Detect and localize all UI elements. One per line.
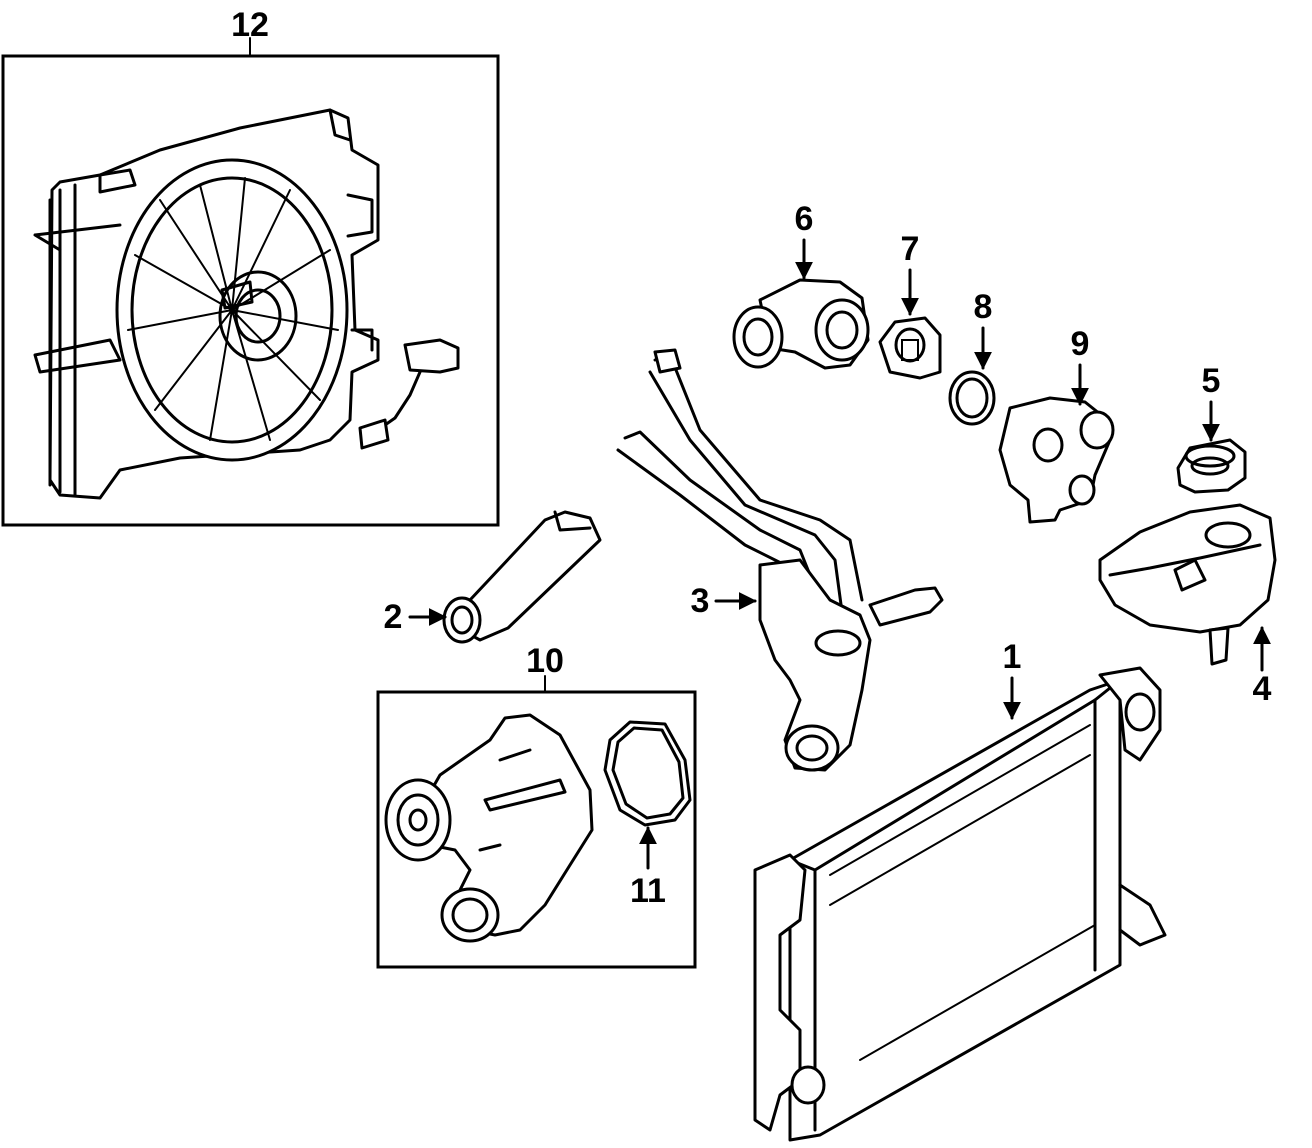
reservoir-cap[interactable]: 5 <box>1176 362 1247 494</box>
fan-assembly-group[interactable]: 12 <box>1 6 500 527</box>
upper-radiator-hose[interactable]: 2 <box>384 510 602 644</box>
water-pump-group[interactable]: 10 11 <box>376 642 697 969</box>
water-pump-gasket <box>603 720 692 827</box>
callout-4: 4 <box>1253 670 1272 708</box>
callout-2: 2 <box>384 598 403 636</box>
callout-1: 1 <box>1003 638 1022 676</box>
callout-11: 11 <box>630 872 666 910</box>
coolant-reservoir[interactable]: 4 <box>1098 503 1277 708</box>
callout-10: 10 <box>526 642 564 680</box>
callout-7: 7 <box>901 230 920 268</box>
fan-blade-assembly <box>115 158 349 462</box>
fan-motor-connector <box>358 338 460 450</box>
callout-9: 9 <box>1071 325 1090 363</box>
water-pump <box>384 713 594 943</box>
callout-12: 12 <box>231 6 269 44</box>
callout-8: 8 <box>974 288 993 326</box>
water-pump-box <box>376 690 697 969</box>
callout-5: 5 <box>1202 362 1221 400</box>
water-outlet[interactable]: 9 <box>998 325 1115 524</box>
callout-3: 3 <box>691 582 710 620</box>
radiator[interactable]: 1 <box>753 638 1167 1142</box>
thermostat[interactable]: 7 <box>878 230 942 380</box>
thermostat-housing[interactable]: 6 <box>732 200 870 370</box>
callout-6: 6 <box>795 200 814 238</box>
thermostat-seal[interactable]: 8 <box>948 288 996 426</box>
heater-hose-assembly[interactable]: 3 <box>616 348 944 772</box>
